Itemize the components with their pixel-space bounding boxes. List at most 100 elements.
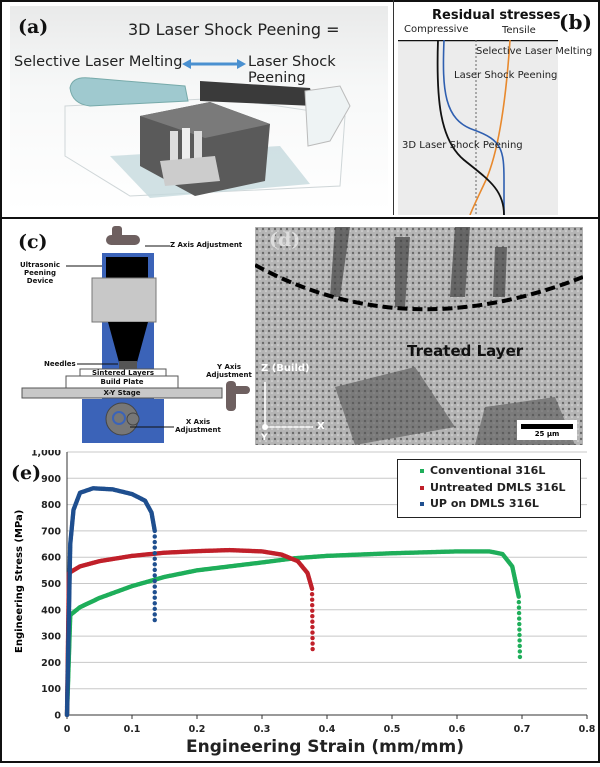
ultrasonic-peening-schematic: [21, 226, 250, 443]
y-tick-label: 1,000: [31, 450, 61, 459]
data-point: [152, 534, 157, 539]
panel-d-micrograph: (d) Treated Layer Z (Build) X Y 25 µm: [255, 227, 583, 445]
legend: Conventional 316L Untreated DMLS 316L UP o…: [397, 459, 581, 518]
printer-illustration: [64, 77, 351, 198]
x-tick-label: 0.7: [514, 724, 531, 735]
y-tick-label: 100: [41, 684, 61, 695]
panel-c: (c) Z Axis Adjustment Ultrasonic Peening…: [2, 221, 254, 447]
data-point: [152, 528, 157, 534]
y-direction-label: Y: [261, 433, 268, 443]
data-point: [516, 594, 521, 599]
legend-item: UP on DMLS 316L: [420, 497, 539, 510]
y-tick-label: 0: [54, 711, 61, 722]
y-tick-label: 400: [41, 605, 61, 616]
xy-stage-label: X-Y Stage: [103, 389, 141, 397]
y-axis-title: Engineering Stress (MPa): [14, 509, 25, 653]
data-point: [309, 592, 315, 597]
x-tick-label: 0.2: [189, 724, 206, 735]
y-tick-label: 800: [41, 500, 61, 511]
data-point: [516, 599, 522, 605]
x-direction-label: X: [317, 421, 325, 432]
data-point: [517, 638, 522, 643]
data-point: [152, 578, 157, 584]
z-build-label: Z (Build): [261, 363, 310, 374]
data-point: [310, 602, 315, 608]
device-label: Ultrasonic Peening Device: [19, 261, 61, 285]
residual-stress-plot: [398, 40, 558, 215]
legend-marker-icon: [420, 485, 424, 490]
treated-layer-label: Treated Layer: [407, 342, 524, 360]
panel-c-label: (c): [18, 231, 48, 253]
data-point: [152, 595, 157, 600]
series-0: [64, 549, 523, 718]
build-plate-label: Build Plate: [100, 378, 144, 386]
data-point: [152, 562, 157, 567]
data-point: [152, 584, 157, 589]
y-tick-label: 600: [41, 553, 61, 564]
micrograph-image: [255, 227, 583, 445]
data-point: [517, 654, 523, 660]
data-point: [310, 619, 315, 624]
data-point: [310, 641, 315, 646]
data-point: [152, 617, 157, 623]
z-axis-label: Z Axis Adjustment: [170, 241, 243, 249]
legend-item: Untreated DMLS 316L: [420, 481, 566, 494]
data-point: [517, 627, 522, 632]
data-point: [310, 646, 315, 652]
data-point: [516, 616, 522, 621]
panel-a-title: 3D Laser Shock Peening =: [128, 20, 340, 39]
panel-a: (a) 3D Laser Shock Peening = Selective L…: [10, 6, 388, 212]
slm-curve-label: Selective Laser Melting: [476, 46, 593, 57]
legend-label: UP on DMLS 316L: [430, 497, 539, 510]
y-tick-label: 700: [41, 526, 61, 537]
data-point: [152, 612, 157, 617]
x-axis-label: X Axis Adjustment: [175, 418, 221, 434]
divider: [0, 217, 600, 219]
x-tick-label: 0.4: [319, 724, 336, 735]
lsp-label: Laser Shock Peening: [248, 54, 336, 86]
data-point: [310, 613, 315, 619]
slm-curve: [469, 40, 511, 215]
3dlsp-curve-label: 3D Laser Shock Peening: [402, 140, 523, 151]
data-point: [309, 597, 315, 602]
legend-label: Conventional 316L: [430, 464, 546, 477]
tensile-label: Tensile: [502, 25, 536, 36]
data-point: [152, 550, 157, 556]
legend-marker-icon: [420, 469, 424, 473]
data-point: [517, 649, 523, 654]
data-point: [516, 605, 522, 610]
lsp-curve-label: Laser Shock Peening: [454, 70, 558, 81]
y-tick-label: 300: [41, 632, 61, 643]
data-point: [310, 630, 315, 635]
legend-label: Untreated DMLS 316L: [430, 480, 566, 494]
data-point: [517, 643, 522, 649]
compressive-label: Compressive: [404, 24, 469, 35]
data-point: [152, 567, 157, 573]
3dlsp-curve: [436, 40, 505, 215]
panel-a-label: (a): [18, 16, 49, 38]
legend-item: Conventional 316L: [420, 464, 545, 477]
x-axis-title: Engineering Strain (mm/mm): [186, 737, 464, 757]
data-point: [517, 632, 522, 638]
data-point: [152, 606, 157, 612]
y-tick-label: 500: [41, 579, 61, 590]
panel-b-title: Residual stresses: [432, 8, 561, 23]
series-2: [64, 486, 157, 718]
needles-label: Needles: [44, 360, 76, 368]
panel-b: Residual stresses (b) Compressive Tensil…: [393, 0, 597, 215]
x-tick-label: 0.6: [449, 724, 466, 735]
x-tick-label: 0.3: [254, 724, 271, 735]
y-tick-label: 900: [41, 474, 61, 485]
x-tick-label: 0.8: [579, 724, 596, 735]
data-point: [152, 545, 157, 550]
data-point: [517, 621, 522, 627]
lsp-curve: [442, 40, 505, 215]
data-point: [309, 586, 315, 591]
data-point: [152, 539, 157, 545]
data-point: [152, 573, 157, 578]
panel-b-label: (b): [559, 10, 592, 34]
x-tick-label: 0.5: [384, 724, 401, 735]
legend-marker-icon: [420, 502, 424, 506]
